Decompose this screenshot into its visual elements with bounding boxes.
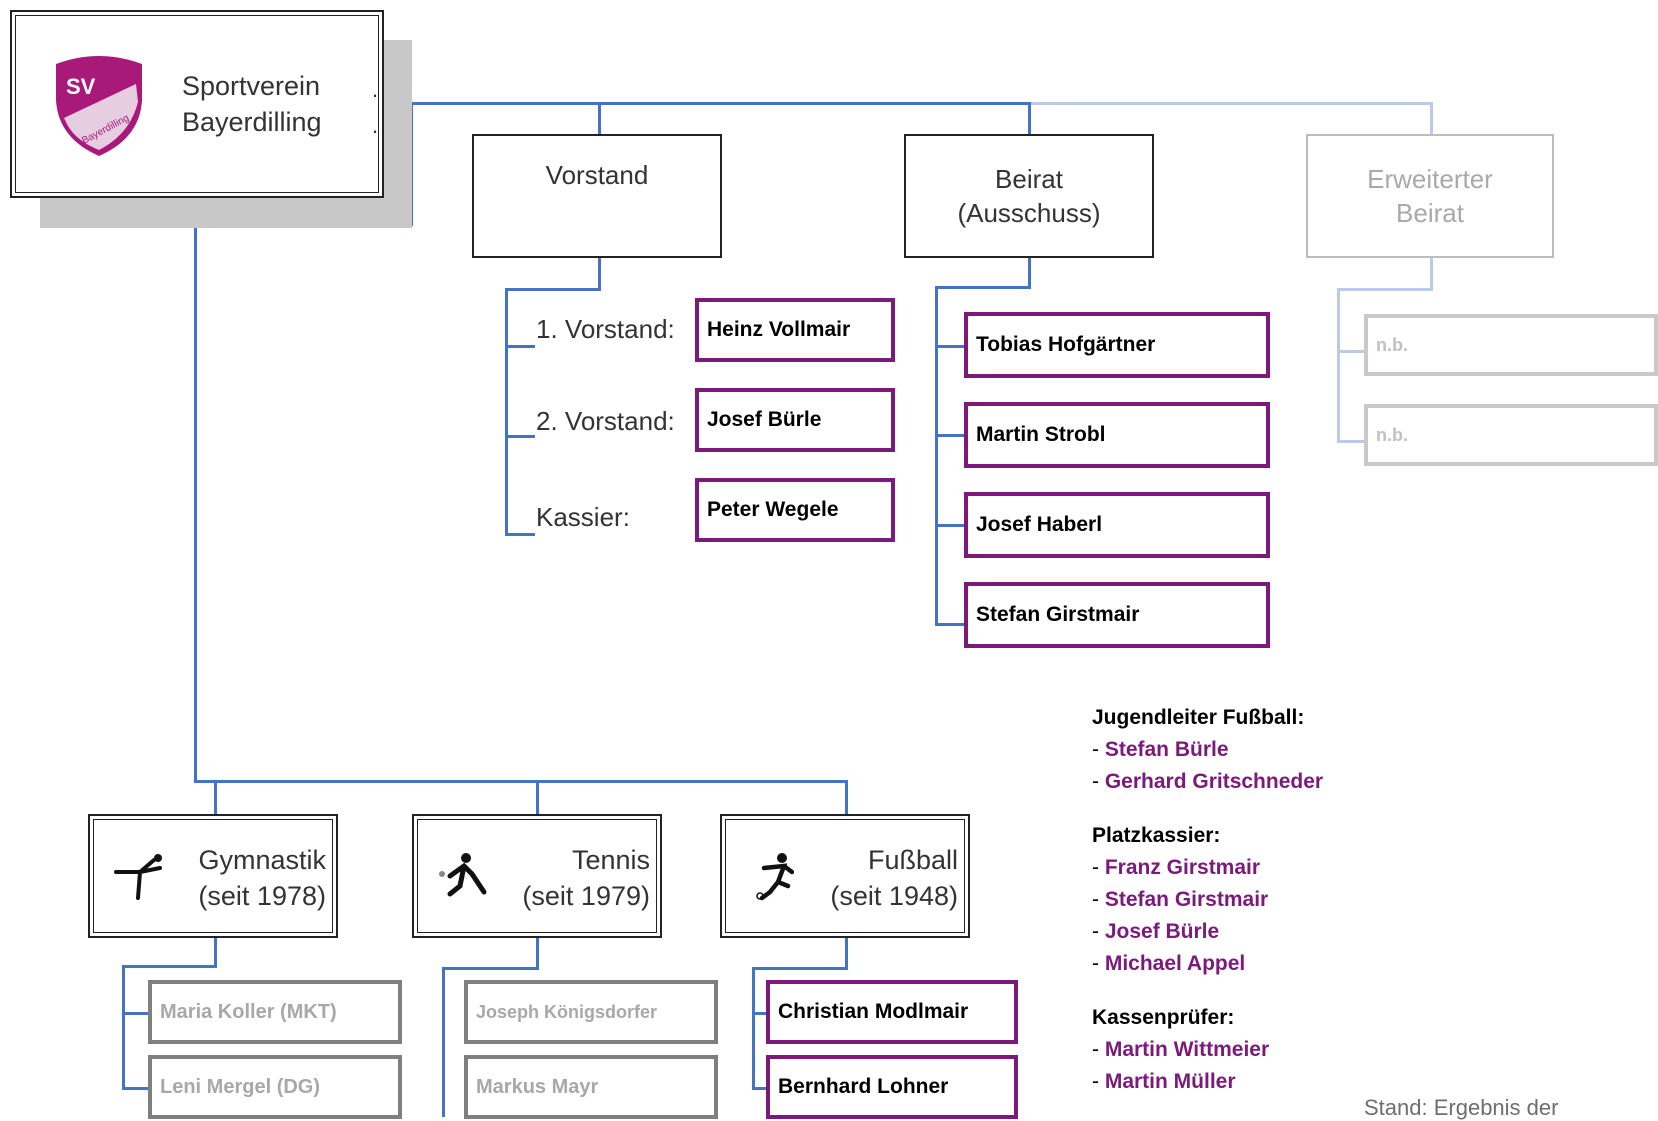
jugendleiter-item: Stefan Bürle — [1104, 738, 1229, 761]
erweiterter-beirat-title-1: Erweiterter — [1367, 164, 1493, 194]
notes-panel: Jugendleiter Fußball: - Stefan Bürle - G… — [1092, 702, 1323, 1098]
vorstand-role-2: 2. Vorstand: — [536, 406, 675, 436]
gymnastik-member-2: Leni Mergel (DG) — [148, 1055, 402, 1119]
vorstand-role-1: 1. Vorstand: — [536, 314, 675, 344]
beirat-member-2: Martin Strobl — [964, 402, 1270, 468]
fussball-member-2: Bernhard Lohner — [766, 1055, 1018, 1119]
club-logo-icon: SV Bayerdilling — [56, 56, 142, 156]
department-fussball-name: Fußball — [867, 845, 958, 875]
kassenpruefer-item: Martin Müller — [1104, 1070, 1236, 1093]
vorstand-name-3: Peter Wegele — [695, 478, 895, 542]
department-gymnastik-name: Gymnastik — [198, 845, 326, 875]
svg-text:Bayerdilling: Bayerdilling — [80, 113, 131, 147]
jugendleiter-heading: Jugendleiter Fußball: — [1092, 706, 1305, 729]
department-tennis-name: Tennis — [571, 845, 650, 875]
club-name-line1: Sportverein — [182, 71, 321, 101]
football-icon — [756, 853, 794, 901]
platzkassier-item: Franz Girstmair — [1104, 856, 1261, 879]
platzkassier-item: Stefan Girstmair — [1104, 888, 1269, 911]
club-name-line2: Bayerdilling — [182, 107, 322, 137]
department-gymnastik-box: Gymnastik (seit 1978) — [88, 814, 338, 938]
tennis-member-2: Markus Mayr — [464, 1055, 718, 1119]
platzkassier-heading: Platzkassier: — [1092, 824, 1221, 847]
vorstand-name-1: Heinz Vollmair — [695, 298, 895, 362]
jugendleiter-item: Gerhard Gritschneder — [1104, 770, 1324, 793]
beirat-title-1: Beirat — [995, 164, 1063, 194]
beirat-member-4: Stefan Girstmair — [964, 582, 1270, 648]
beirat-title-2: (Ausschuss) — [957, 198, 1101, 228]
tennis-icon — [439, 853, 487, 897]
erweiterter-beirat-box: Erweiterter Beirat — [1306, 134, 1554, 258]
platzkassier-item: Josef Bürle — [1104, 920, 1220, 943]
beirat-member-1: Tobias Hofgärtner — [964, 312, 1270, 378]
gymnastik-member-1: Maria Koller (MKT) — [148, 980, 402, 1044]
department-fussball-since: (seit 1948) — [830, 881, 958, 911]
vorstand-title: Vorstand — [545, 160, 649, 190]
erweiterter-beirat-member-2: n.b. — [1364, 404, 1658, 466]
department-tennis-box: Tennis (seit 1979) — [412, 814, 662, 938]
stand-text: Stand: Ergebnis der — [1364, 1095, 1559, 1120]
vorstand-box: Vorstand — [472, 134, 722, 258]
beirat-box: Beirat (Ausschuss) — [904, 134, 1154, 258]
platzkassier-item: Michael Appel — [1104, 952, 1246, 975]
beirat-member-3: Josef Haberl — [964, 492, 1270, 558]
svg-text:SV: SV — [66, 74, 96, 99]
fussball-member-1: Christian Modlmair — [766, 980, 1018, 1044]
vorstand-role-3: Kassier: — [536, 502, 630, 532]
department-tennis-since: (seit 1979) — [522, 881, 650, 911]
gymnastics-icon — [114, 854, 162, 900]
tennis-member-1: Joseph Königsdorfer — [464, 980, 718, 1044]
club-box: SV Bayerdilling Sportverein Bayerdilling… — [10, 10, 384, 198]
kassenpruefer-item: Martin Wittmeier — [1104, 1038, 1270, 1061]
erweiterter-beirat-title-2: Beirat — [1396, 198, 1464, 228]
department-gymnastik-since: (seit 1978) — [198, 881, 326, 911]
erweiterter-beirat-member-1: n.b. — [1364, 314, 1658, 376]
kassenpruefer-heading: Kassenprüfer: — [1092, 1006, 1235, 1029]
department-fussball-box: Fußball (seit 1948) — [720, 814, 970, 938]
vorstand-name-2: Josef Bürle — [695, 388, 895, 452]
